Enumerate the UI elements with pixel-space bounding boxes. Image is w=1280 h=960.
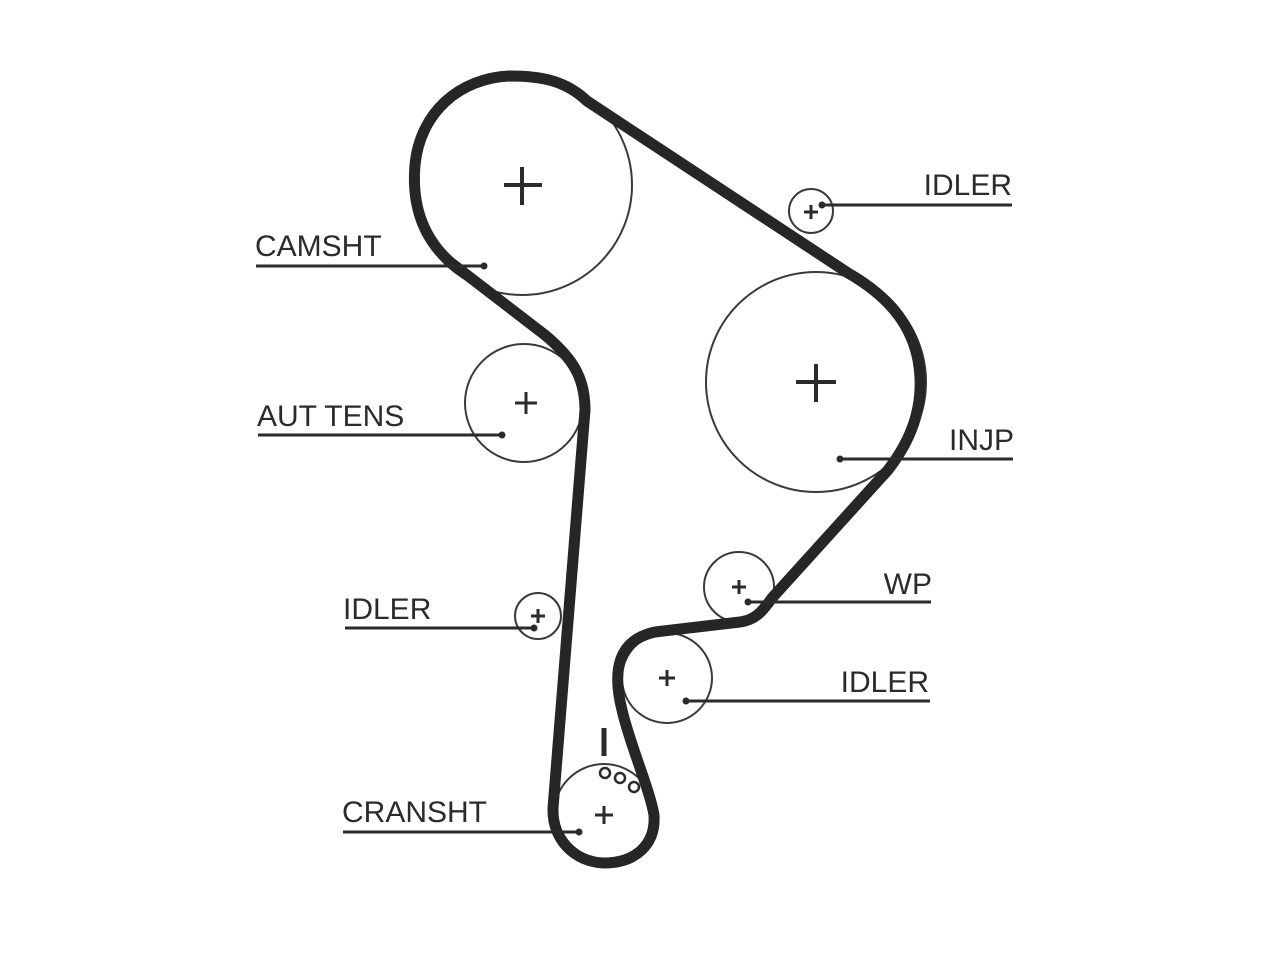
injection-pump-leader (836, 455, 1013, 463)
idler-lower-right-center-cross (659, 670, 675, 686)
auto-tensioner-leader (258, 431, 506, 439)
camshaft-label: CAMSHT (255, 230, 382, 263)
idler-left-leader (345, 624, 538, 632)
idler-lower-right-leader (682, 697, 930, 705)
camshaft-center-cross (504, 167, 542, 205)
timing-belt (408, 70, 926, 869)
crankshaft-center-cross (595, 806, 613, 824)
auto-tensioner-center-cross (515, 392, 537, 414)
auto-tensioner-label: AUT TENS (257, 400, 404, 433)
water-pump-label: WP (884, 568, 932, 601)
idler-top-right-leader (818, 201, 1012, 209)
water-pump-leader (744, 598, 931, 606)
camshaft-leader (256, 262, 488, 270)
crankshaft-timing-holes (598, 766, 641, 794)
injection-pump-label: INJP (949, 424, 1014, 457)
crankshaft-leader (343, 828, 583, 836)
idler-left-center-cross (531, 609, 545, 623)
crankshaft-label: CRANSHT (342, 796, 487, 829)
injection-pump-center-cross (796, 364, 836, 402)
idler-lower-right-label: IDLER (841, 666, 929, 699)
idler-top-right-center-cross (804, 205, 818, 219)
idler-left-label: IDLER (343, 593, 431, 626)
idler-top-right-label: IDLER (924, 169, 1012, 202)
water-pump-center-cross (732, 580, 746, 594)
